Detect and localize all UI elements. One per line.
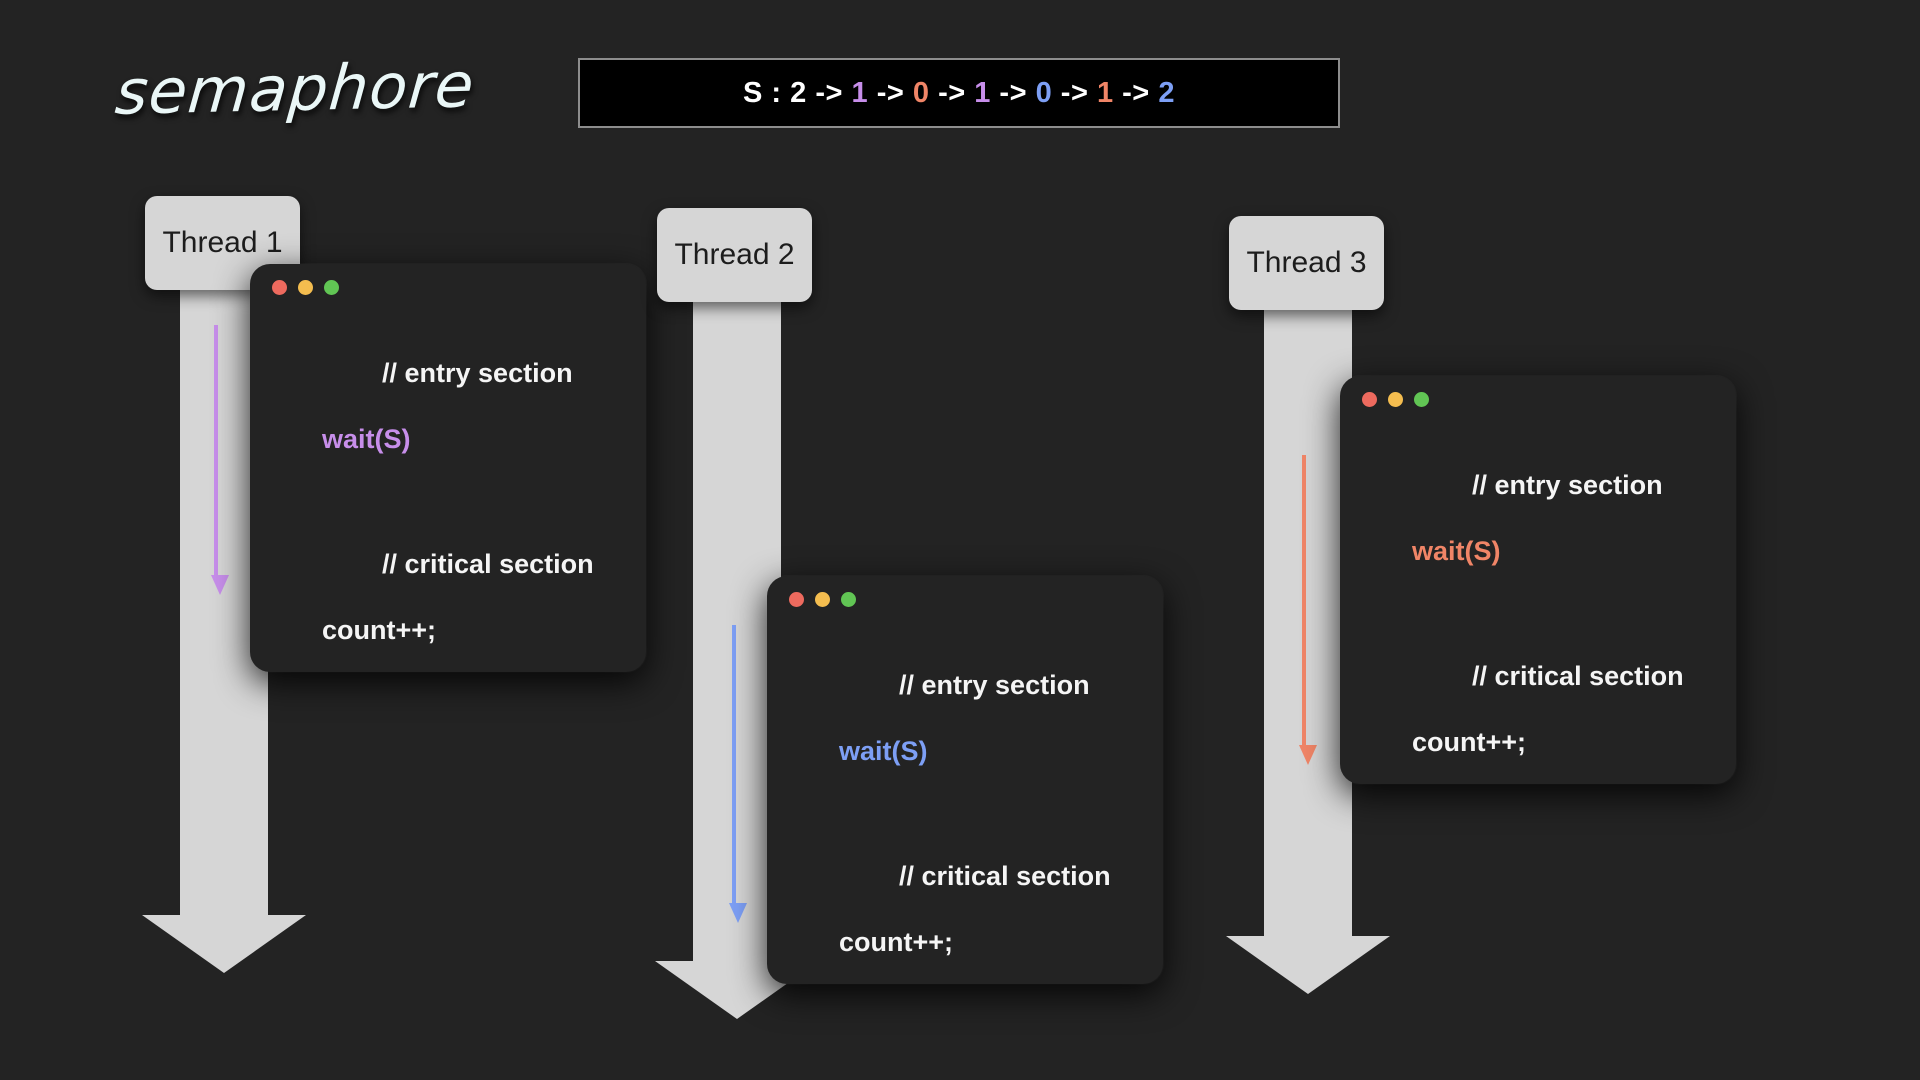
sequence-value: 2 xyxy=(790,76,807,109)
sequence-arrow: -> xyxy=(1113,76,1159,109)
sequence-arrow: -> xyxy=(929,76,975,109)
sequence-arrow: -> xyxy=(990,76,1036,109)
thread-2-label-chip: Thread 2 xyxy=(657,208,812,302)
thread-3-code: // entry section wait(S) // critical sec… xyxy=(1412,436,1718,784)
minimize-dot[interactable] xyxy=(298,280,313,295)
window-controls[interactable] xyxy=(789,592,856,607)
critical-stmt: count++; xyxy=(322,614,437,645)
critical-stmt: count++; xyxy=(839,926,954,957)
critical-comment: // critical section xyxy=(899,860,1111,891)
thread-3-label-chip: Thread 3 xyxy=(1229,216,1384,310)
sequence-value: 0 xyxy=(1035,76,1053,109)
entry-call: wait(S) xyxy=(1412,535,1501,566)
thread-1-label: Thread 1 xyxy=(162,226,283,259)
maximize-dot[interactable] xyxy=(324,280,339,295)
sequence-arrow: -> xyxy=(1052,76,1097,109)
maximize-dot[interactable] xyxy=(1414,392,1429,407)
thread-2-code-window[interactable]: // entry section wait(S) // critical sec… xyxy=(767,576,1163,984)
critical-stmt: count++; xyxy=(1412,726,1527,757)
entry-comment: // entry section xyxy=(899,669,1090,700)
entry-call: wait(S) xyxy=(839,735,928,766)
sequence-value: 1 xyxy=(851,76,869,109)
entry-call: wait(S) xyxy=(322,423,411,454)
thread-1-code-window[interactable]: // entry section wait(S) // critical sec… xyxy=(250,264,646,672)
window-controls[interactable] xyxy=(272,280,339,295)
thread-2-label: Thread 2 xyxy=(674,238,795,271)
critical-comment: // critical section xyxy=(1472,660,1684,691)
sequence-value: 1 xyxy=(1096,76,1114,109)
entry-comment: // entry section xyxy=(1472,469,1663,500)
semaphore-sequence-text: S : 2 -> 1 -> 0 -> 1 -> 0 -> 1 -> 2 xyxy=(743,77,1175,110)
page-title: semaphore xyxy=(112,48,478,129)
thread-1-code: // entry section wait(S) // critical sec… xyxy=(322,324,628,672)
thread-1-label-chip: Thread 1 xyxy=(145,196,300,290)
minimize-dot[interactable] xyxy=(815,592,830,607)
sequence-value: 1 xyxy=(974,76,991,109)
thread-3-label: Thread 3 xyxy=(1246,246,1367,279)
thread-2-code: // entry section wait(S) // critical sec… xyxy=(839,636,1145,984)
sequence-value: 2 xyxy=(1158,76,1175,109)
sequence-value: 0 xyxy=(912,76,930,109)
semaphore-var-label: S : xyxy=(743,76,791,109)
critical-comment: // critical section xyxy=(382,548,594,579)
window-controls[interactable] xyxy=(1362,392,1429,407)
close-dot[interactable] xyxy=(272,280,287,295)
close-dot[interactable] xyxy=(1362,392,1377,407)
semaphore-value-bar: S : 2 -> 1 -> 0 -> 1 -> 0 -> 1 -> 2 xyxy=(578,58,1340,128)
close-dot[interactable] xyxy=(789,592,804,607)
sequence-arrow: -> xyxy=(806,76,852,109)
sequence-arrow: -> xyxy=(868,76,913,109)
minimize-dot[interactable] xyxy=(1388,392,1403,407)
maximize-dot[interactable] xyxy=(841,592,856,607)
thread-3-code-window[interactable]: // entry section wait(S) // critical sec… xyxy=(1340,376,1736,784)
entry-comment: // entry section xyxy=(382,357,573,388)
